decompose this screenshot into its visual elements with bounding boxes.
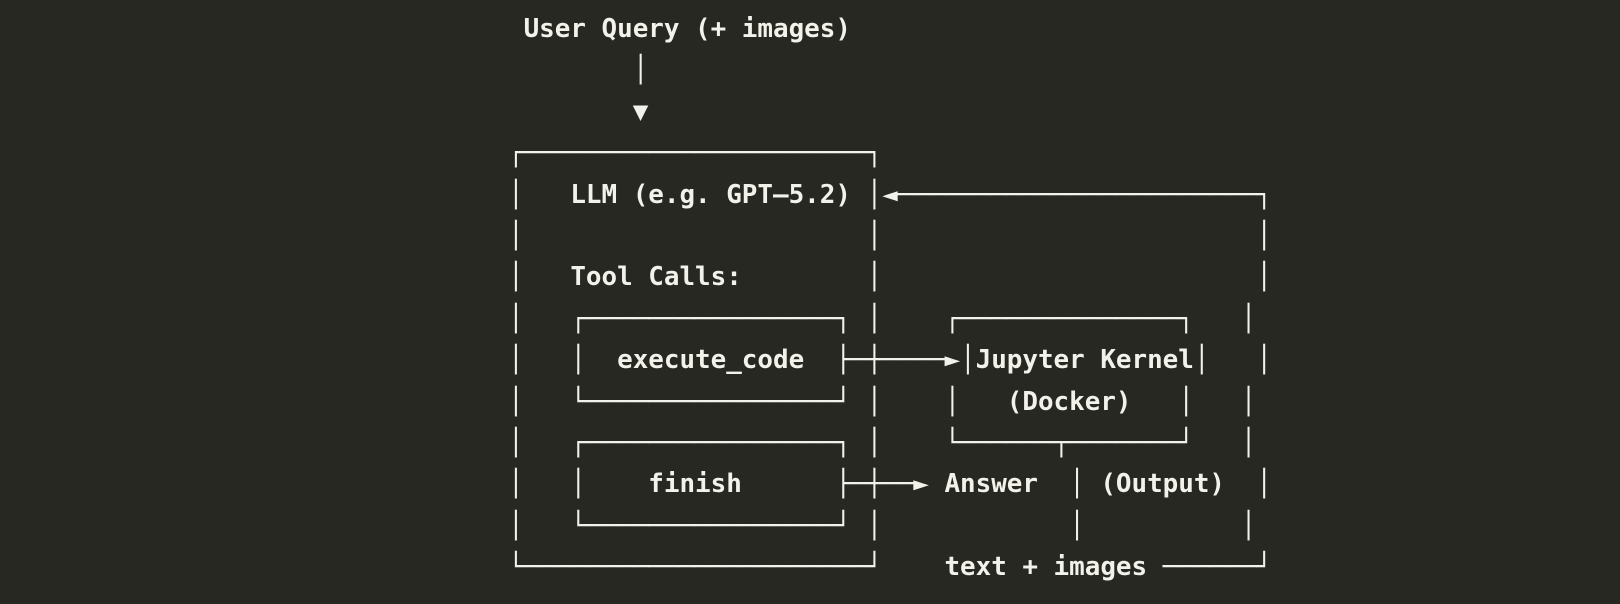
row-flow-line: │ [508,55,649,86]
row-llm-box-top: ┌──────────────────────┐ [508,138,883,169]
row-execute-code-to-kernel: │ │ execute_code ├─┼────►│Jupyter Kernel… [508,345,1272,376]
row-vertical-spacers: │ └────────────────┘ │ │ │ [508,510,1257,541]
row-execute-bottom-docker: │ └────────────────┘ │ │ (Docker) │ │ [508,386,1257,417]
row-tool-calls-heading: │ Tool Calls: │ │ [508,262,1272,293]
row-llm-box-bottom-feedback-label: └──────────────────────┘ text + images ─… [508,552,1272,583]
row-llm-title-feedback-top: │ LLM (e.g. GPT—5.2) │◄─────────────────… [508,179,1272,210]
row-user-query: User Query (+ images) [508,14,851,44]
row-llm-body-spacer: │ │ │ [508,220,1272,251]
row-finish-answer-output: │ │ finish ├─┼──► Answer │ (Output) │ [508,469,1272,500]
row-finish-top-kernel-bottom: │ ┌────────────────┐ │ └──────┬───────┘ … [508,427,1257,458]
row-flow-arrowhead: ▼ [508,96,649,127]
row-tool-box-tops: │ ┌────────────────┐ │ ┌──────────────┐ … [508,303,1257,334]
ascii-flow-diagram: User Query (+ images) │ ▼ ┌──────────────… [508,9,1272,588]
